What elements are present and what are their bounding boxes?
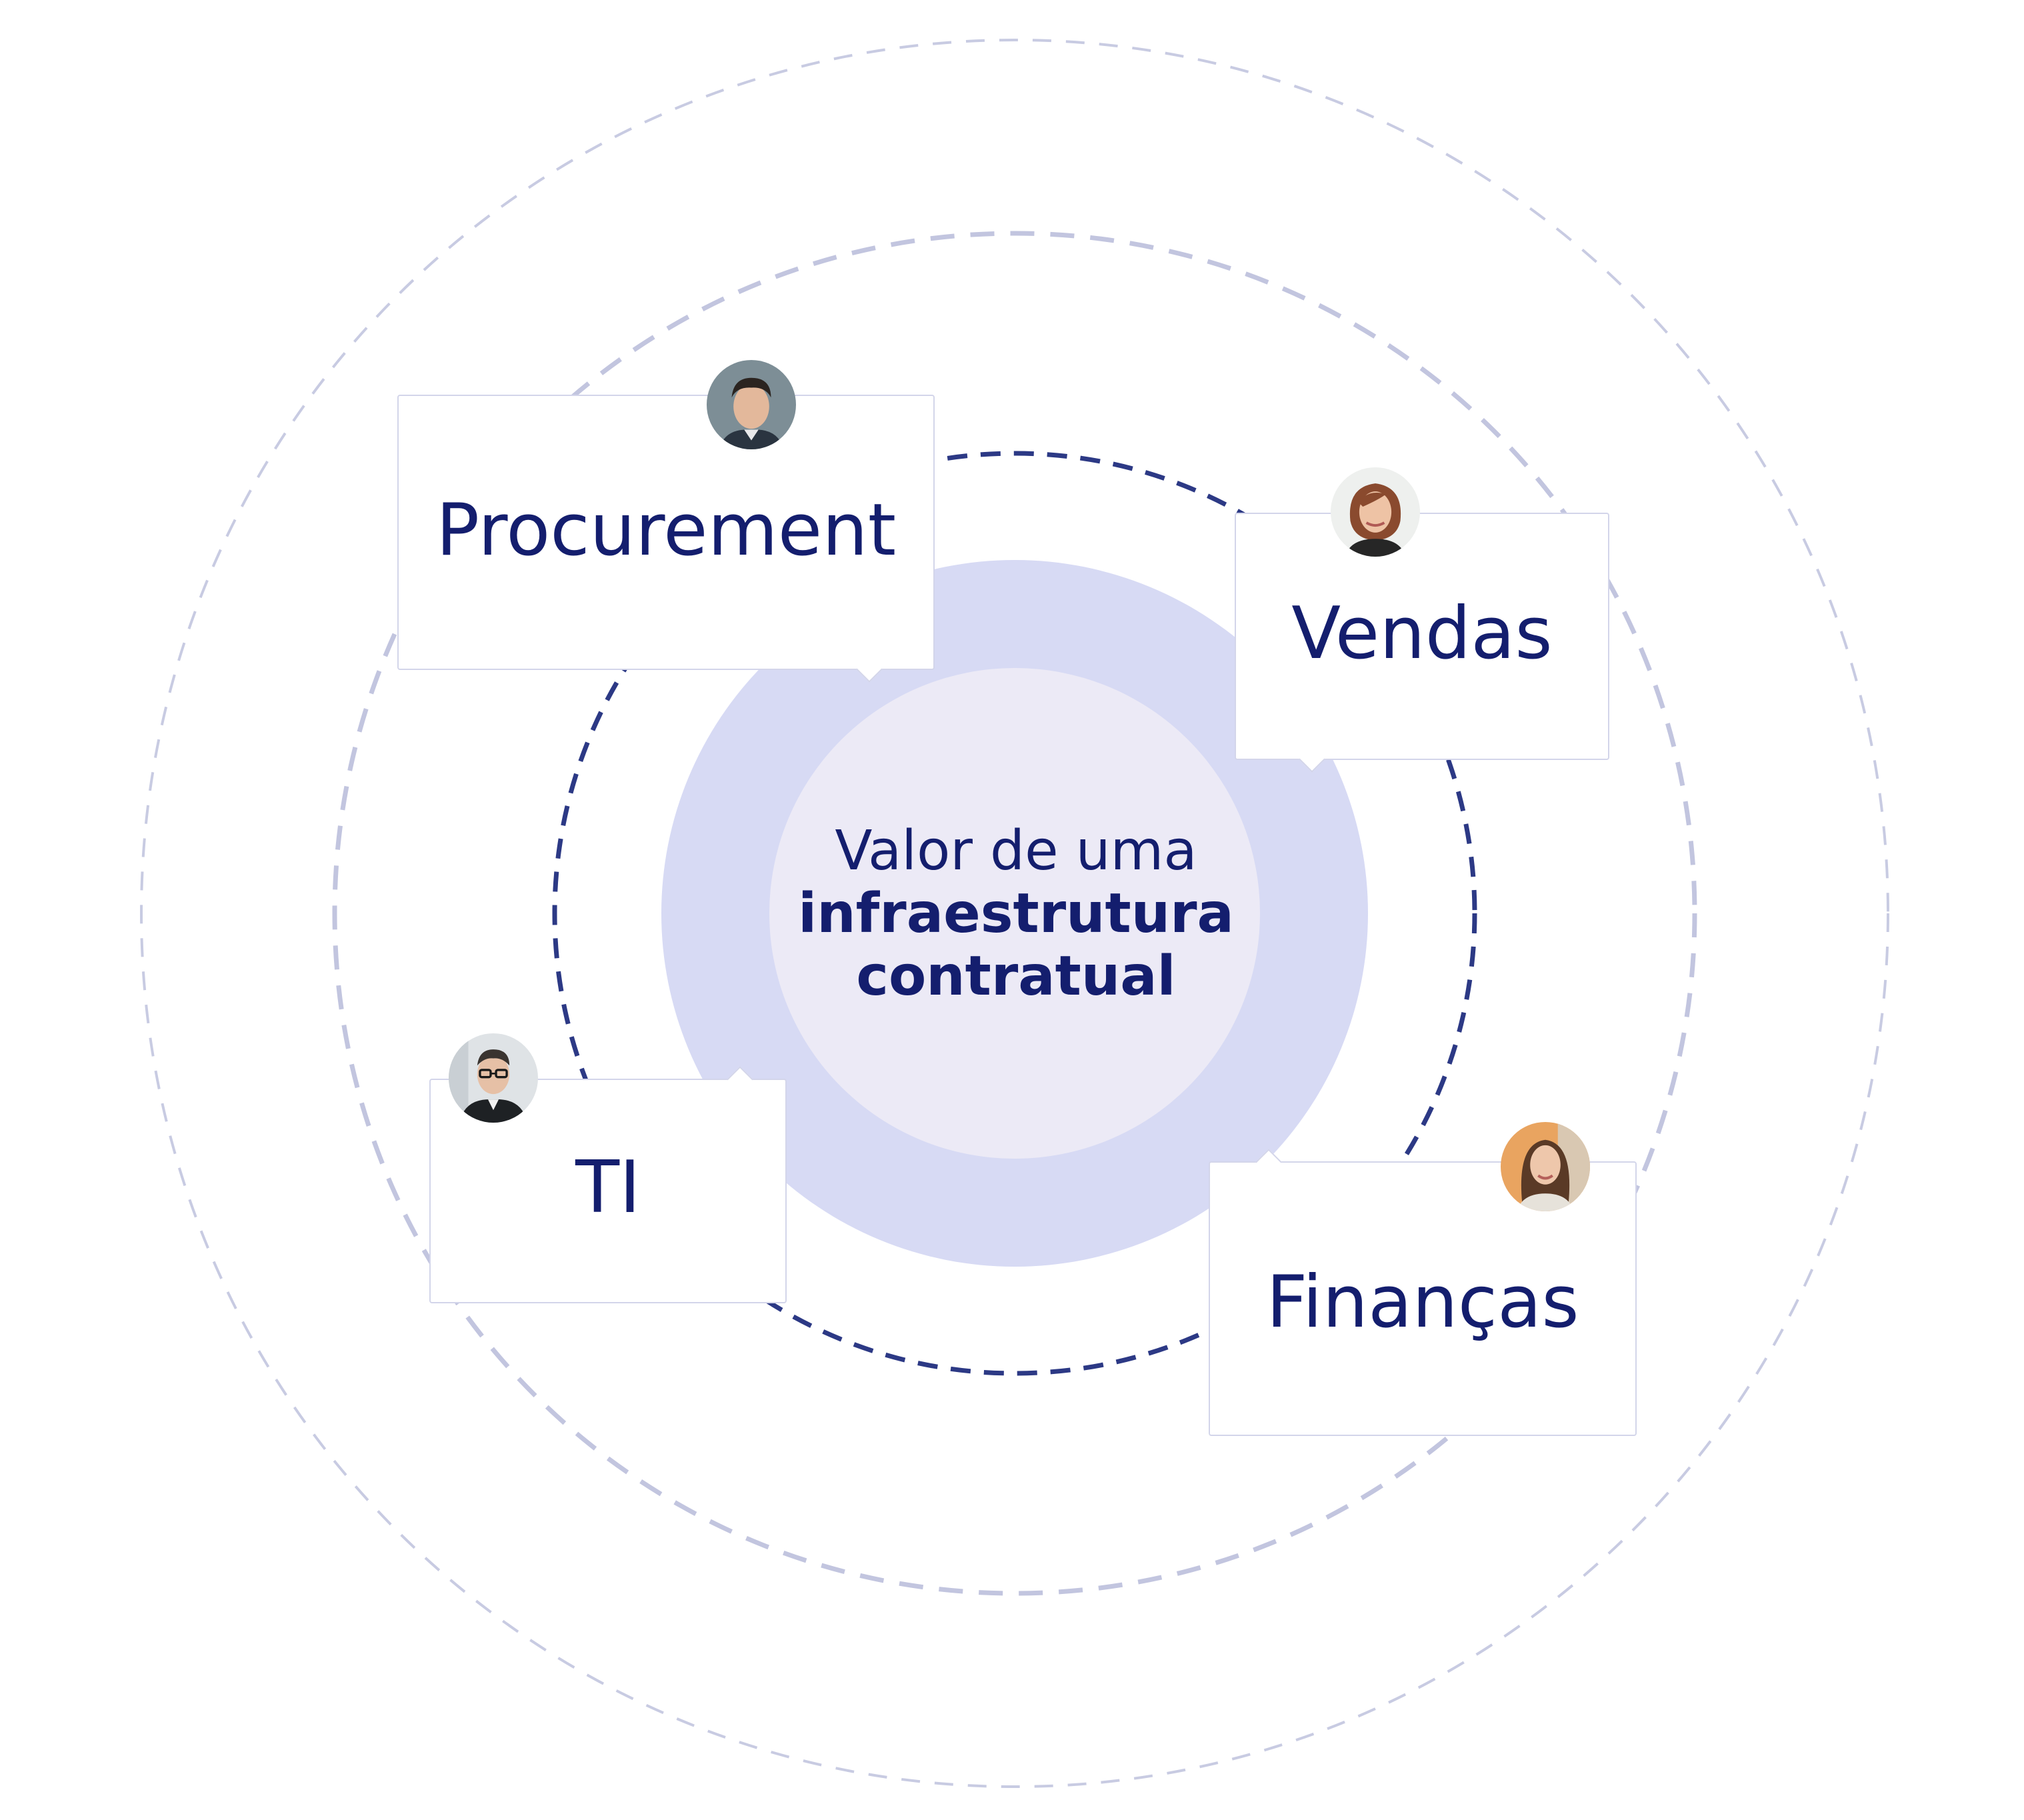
middle-dashed-ring [332,231,1697,1596]
center-title-line-1: Valor de uma [835,819,1197,883]
woman-auburn-hair-avatar [1331,467,1420,557]
card-vendas: Vendas [1235,513,1609,773]
center-title-line-3: contratual [856,945,1176,1008]
card-procurement-label: Procurement [435,489,897,572]
outer-dashed-ring [140,39,1889,1788]
card-ti-label: TI [575,1146,641,1229]
center-title: Valor de uma infraestrutura contratual [769,820,1263,1008]
man-short-dark-hair-avatar [707,360,796,449]
center-disc-inner [769,668,1260,1159]
card-financas: Finanças [1209,1149,1637,1436]
woman-long-brown-hair-avatar [1501,1122,1590,1211]
card-vendas-label: Vendas [1291,592,1553,675]
card-procurement: Procurement [397,395,935,683]
card-financas-label: Finanças [1266,1261,1579,1344]
inner-dashed-ring [552,451,1477,1376]
center-title-line-2: infraestrutura [798,882,1234,945]
man-glasses-avatar [449,1033,538,1123]
